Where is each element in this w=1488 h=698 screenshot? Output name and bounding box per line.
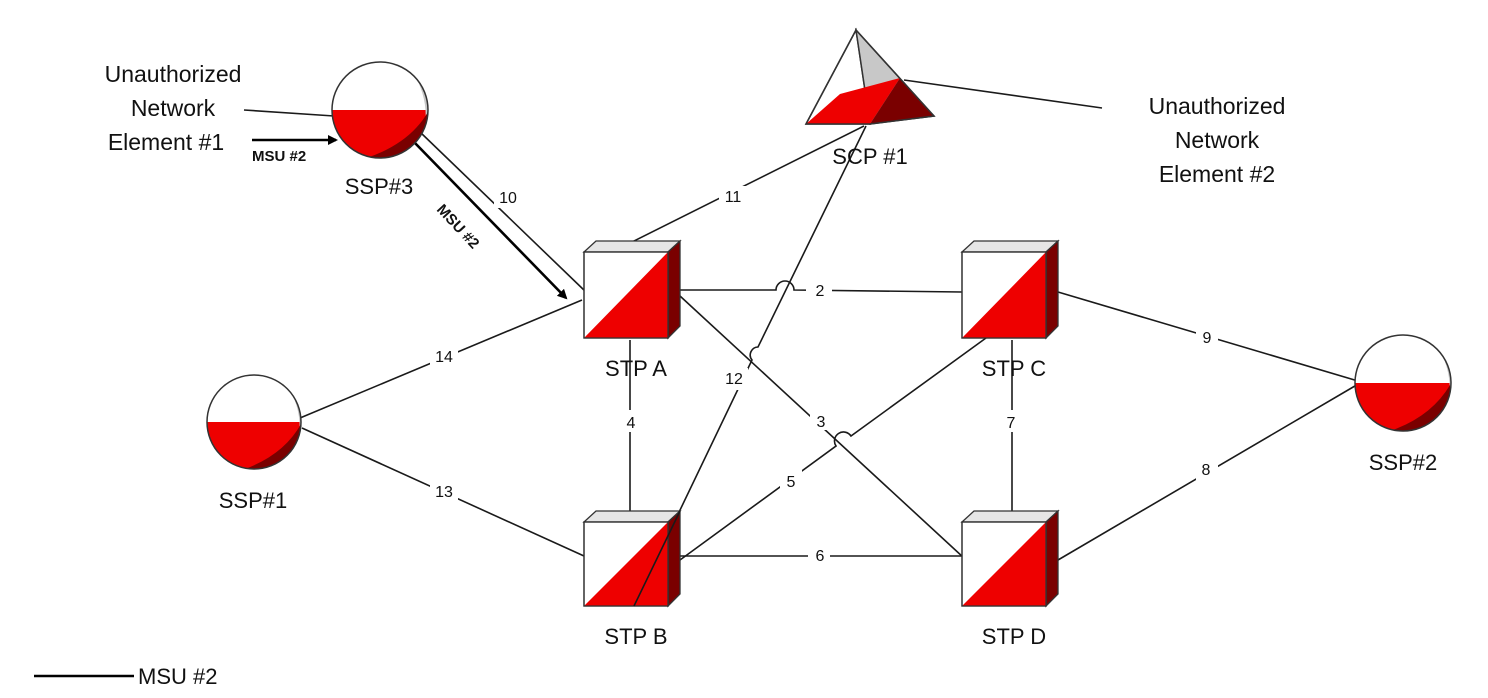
- node-label-ssp3: SSP#3: [345, 174, 414, 199]
- msu-label-path: MSU #2: [433, 201, 482, 252]
- link-10: [419, 131, 587, 293]
- link-number-11: 11: [725, 189, 742, 206]
- annotation-une2-line3: Element #2: [1159, 161, 1275, 187]
- node-label-ssp1: SSP#1: [219, 488, 288, 513]
- link-number-6: 6: [816, 548, 825, 565]
- link-11: [629, 125, 865, 244]
- legend: MSU #2: [34, 664, 217, 689]
- annotation-une1-line3: Element #1: [108, 129, 224, 155]
- msu-arrow-ssp3-to-stp-a: [413, 141, 568, 300]
- node-label-stp-d: STP D: [982, 624, 1046, 649]
- scp-pyramid-icon: [804, 27, 936, 125]
- ssp1-node: [206, 374, 302, 470]
- node-label-stp-a: STP A: [605, 356, 667, 381]
- link-number-8: 8: [1202, 462, 1211, 479]
- link-number-4: 4: [627, 415, 636, 432]
- legend-label: MSU #2: [138, 664, 217, 689]
- link-number-12: 12: [725, 371, 743, 388]
- annotation-une1: Unauthorized Network Element #1: [105, 61, 242, 155]
- stp-c-node: [960, 239, 1060, 340]
- link-number-3: 3: [817, 414, 826, 431]
- leader-une1: [243, 109, 335, 117]
- link-12: [633, 125, 867, 607]
- stp-b-node: [582, 509, 682, 608]
- msu-label-into-ssp3: MSU #2: [252, 148, 306, 165]
- link-2: [680, 280, 963, 293]
- link-number-10: 10: [499, 190, 517, 207]
- link-number-13: 13: [435, 484, 453, 501]
- link-numbers: 2 3 4 5 6 7 8 9 10 11 12 13 14: [430, 186, 1218, 567]
- node-labels: SSP#3 SSP#1 SSP#2 SCP #1 STP A STP B STP…: [219, 144, 1438, 649]
- ssp2-node: [1354, 334, 1452, 432]
- stp-cube-icon: [582, 509, 682, 608]
- stp-a-node: [582, 239, 682, 340]
- node-label-scp1: SCP #1: [832, 144, 907, 169]
- node-label-stp-b: STP B: [604, 624, 667, 649]
- link-number-14: 14: [435, 349, 453, 366]
- link-number-2: 2: [816, 283, 825, 300]
- link-number-5: 5: [787, 474, 796, 491]
- node-label-stp-c: STP C: [982, 356, 1047, 381]
- ssp-sphere-icon: [207, 375, 301, 469]
- annotation-une2-line2: Network: [1175, 127, 1260, 153]
- link-number-7: 7: [1007, 415, 1016, 432]
- ssp-sphere-icon: [332, 62, 428, 158]
- ssp3-node: [331, 61, 429, 159]
- links: [243, 79, 1361, 607]
- stp-d-node: [960, 509, 1060, 608]
- link-number-9: 9: [1203, 330, 1212, 347]
- link-5: [679, 337, 987, 561]
- stp-cube-icon: [582, 239, 682, 340]
- stp-cube-icon: [960, 239, 1060, 340]
- msu-arrows: [252, 135, 568, 300]
- annotation-une2: Unauthorized Network Element #2: [1149, 93, 1286, 187]
- annotation-une2-line1: Unauthorized: [1149, 93, 1286, 119]
- annotation-une1-line2: Network: [131, 95, 216, 121]
- link-12-over-stp-b: [633, 510, 681, 607]
- leader-une2: [903, 79, 1103, 109]
- node-label-ssp2: SSP#2: [1369, 450, 1438, 475]
- scp1-node: [804, 27, 936, 125]
- stp-cube-icon: [960, 509, 1060, 608]
- annotation-une1-line1: Unauthorized: [105, 61, 242, 87]
